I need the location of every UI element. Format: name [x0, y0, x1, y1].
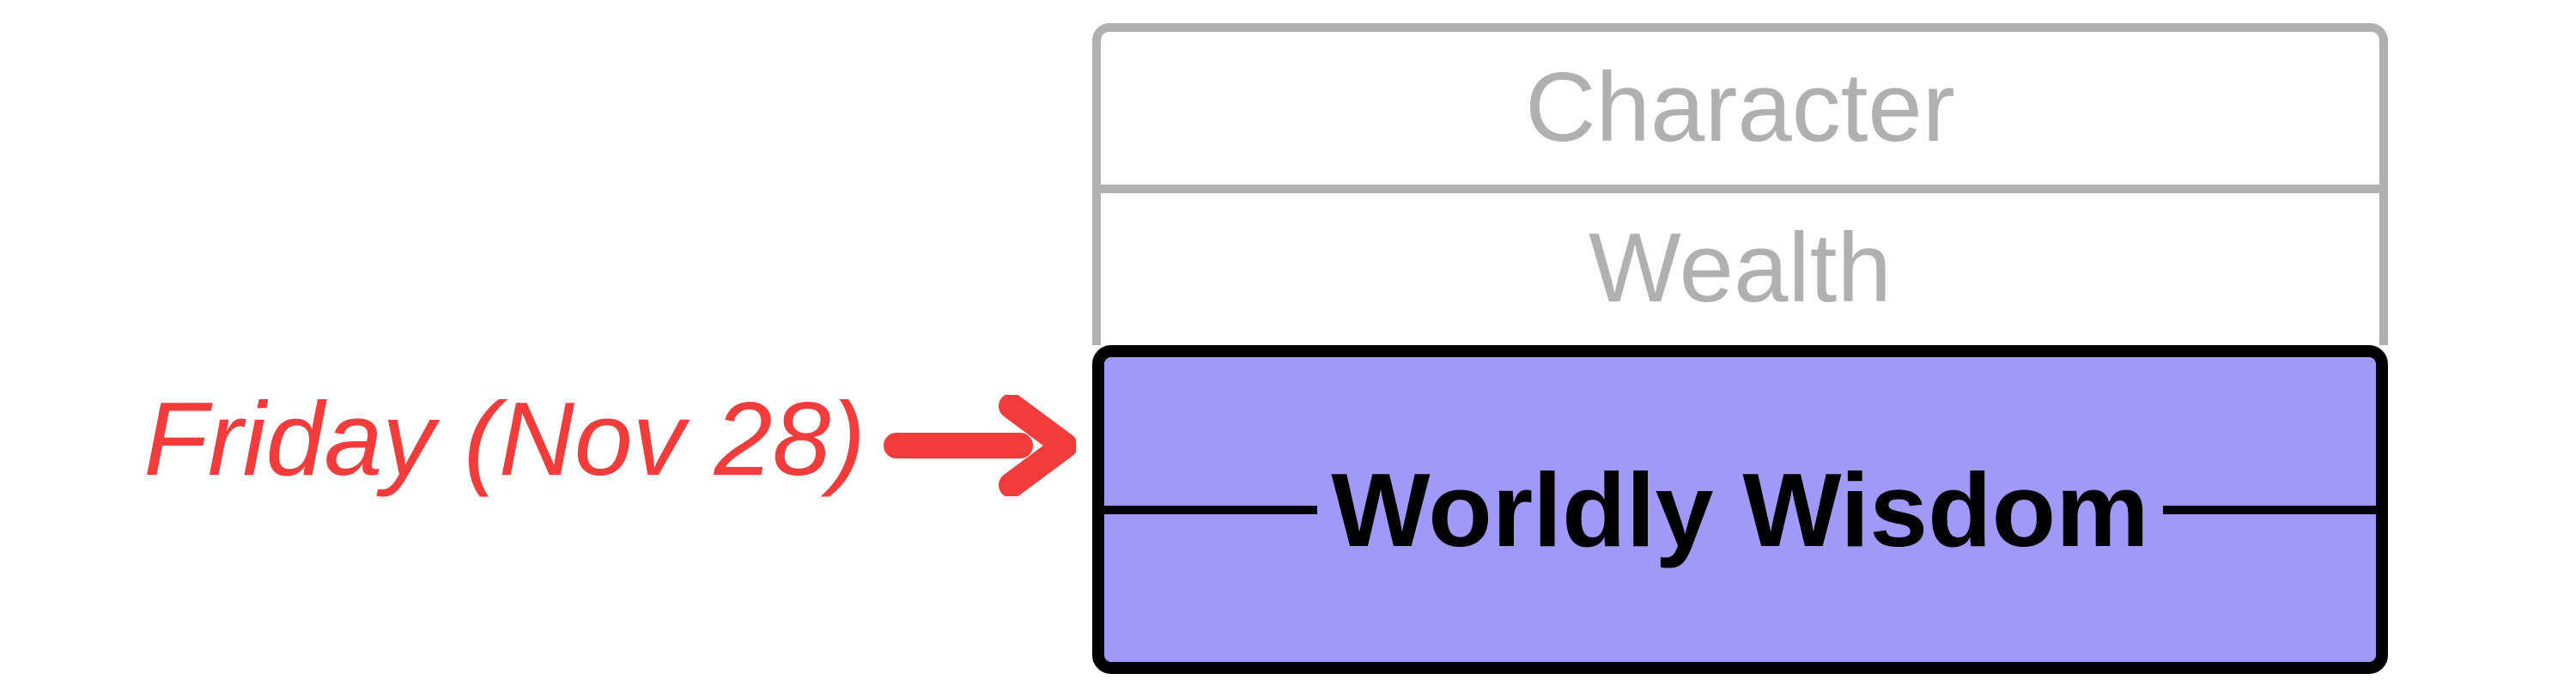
row-divider — [1101, 184, 2379, 193]
row-label-wealth: Wealth — [1589, 214, 1892, 324]
row-label-worldly-wisdom: Worldly Wisdom — [1331, 451, 2149, 568]
schedule-row-wealth: Wealth — [1101, 193, 2379, 346]
midline-left — [1104, 505, 1318, 514]
midline-right — [2162, 505, 2377, 514]
schedule-row-highlighted: Worldly Wisdom — [1092, 345, 2388, 674]
annotation-label: Friday (Nov 28) — [143, 380, 866, 497]
arrow-right-icon — [884, 395, 1076, 496]
schedule-stack: Character Wealth — [1092, 23, 2388, 345]
schedule-row-character: Character — [1101, 32, 2379, 185]
row-label-character: Character — [1525, 52, 1955, 162]
